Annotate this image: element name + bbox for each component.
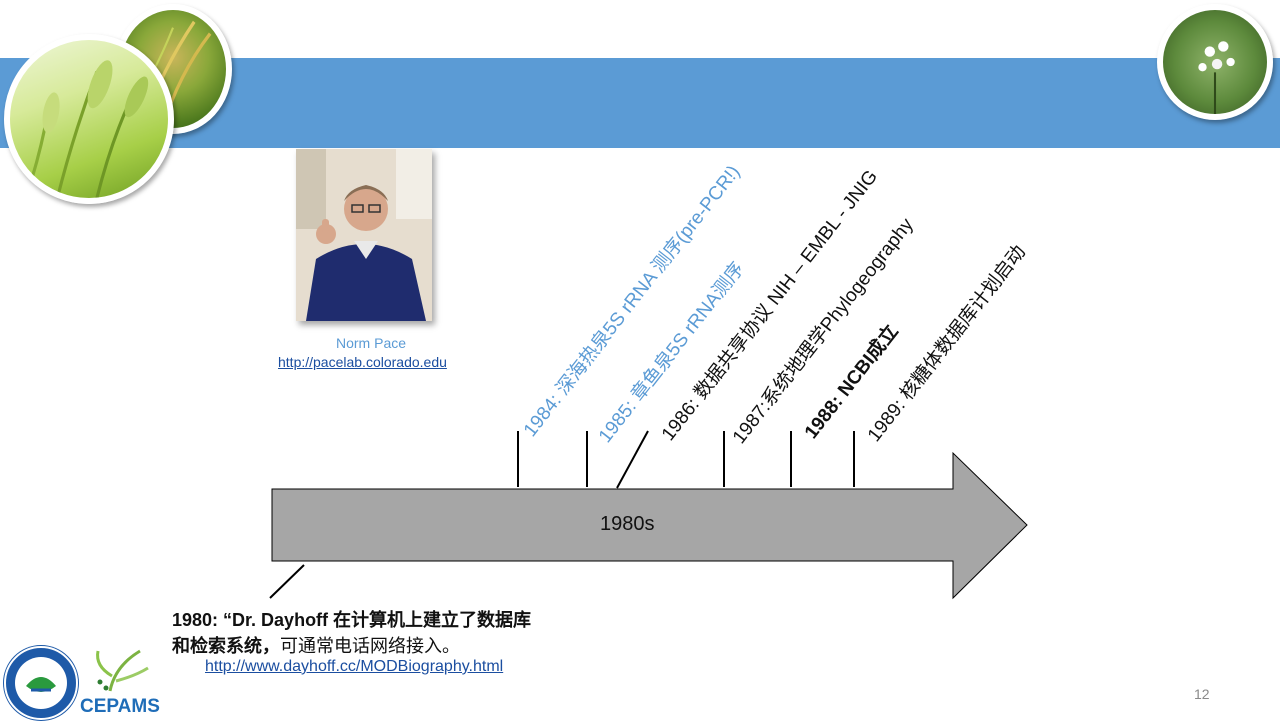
wheat-photo-circle — [4, 34, 174, 204]
dayhoff-link[interactable]: http://www.dayhoff.cc/MODBiography.html — [205, 658, 504, 675]
arrow-label: 1980s — [600, 513, 655, 535]
timeline-arrow — [271, 451, 1028, 600]
connector-1980 — [269, 564, 305, 599]
institute-seal-logo — [4, 646, 78, 720]
slide-number: 12 — [1194, 686, 1210, 702]
note-line-2-bold: 和检索系统， — [172, 636, 280, 656]
connector-1986 — [616, 430, 649, 489]
note-line-2: 和检索系统，可通常电话网络接入。 — [172, 632, 460, 658]
tick-1985 — [586, 431, 588, 487]
cepams-leaf-icon — [80, 646, 160, 716]
tick-1984 — [517, 431, 519, 487]
portrait-photo — [296, 149, 432, 321]
pacelab-link[interactable]: http://pacelab.colorado.edu — [278, 354, 447, 370]
tick-1987 — [723, 431, 725, 487]
note-line-2-rest: 可通常电话网络接入。 — [280, 636, 460, 656]
photo-caption: Norm Pace — [336, 335, 407, 351]
flower-photo-circle — [1157, 4, 1273, 120]
cepams-logo-text: CEPAMS — [80, 696, 160, 717]
tick-1989 — [853, 431, 855, 487]
note-line-1: 1980: “Dr. Dayhoff 在计算机上建立了数据库 — [172, 610, 532, 630]
tick-1988 — [790, 431, 792, 487]
